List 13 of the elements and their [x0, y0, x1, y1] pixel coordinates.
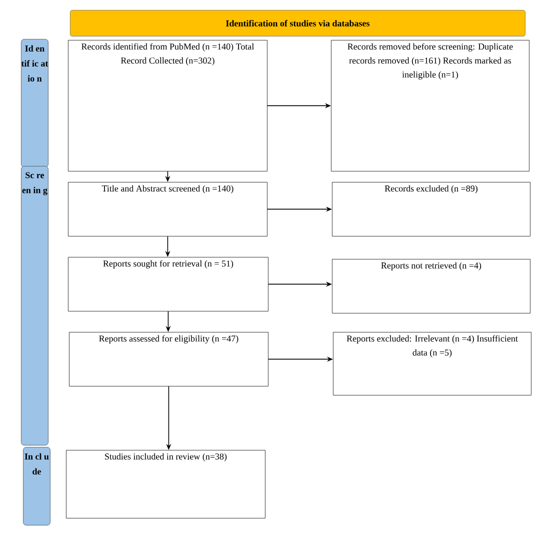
process-box: Title and Abstract screened (n =140)	[68, 182, 268, 236]
process-box: Records removed before screening: Duplicate records removed (n=161) Records marked as ineligible (n=1)	[331, 40, 530, 172]
process-box: Reports not retrieved (n =4)	[332, 259, 530, 314]
stage-label: In cl u de	[23, 447, 50, 526]
process-box: Reports excluded: Irrelevant (n =4) Insufficient data (n =5)	[333, 332, 532, 396]
stage-label: Sc re en in g	[21, 166, 48, 446]
title-banner: Identification of studies via databases	[70, 10, 526, 36]
process-box: Records excluded (n =89)	[332, 182, 530, 236]
process-box: Reports sought for retrieval (n = 51)	[68, 257, 268, 312]
stage-label: Id en tif ic at io n	[21, 39, 48, 168]
process-box: Studies included in review (n=38)	[66, 450, 266, 518]
process-box: Reports assessed for eligibility (n =47)	[69, 332, 268, 386]
process-box: Records identified from PubMed (n =140) Total Record Collected (n=302)	[68, 40, 268, 172]
